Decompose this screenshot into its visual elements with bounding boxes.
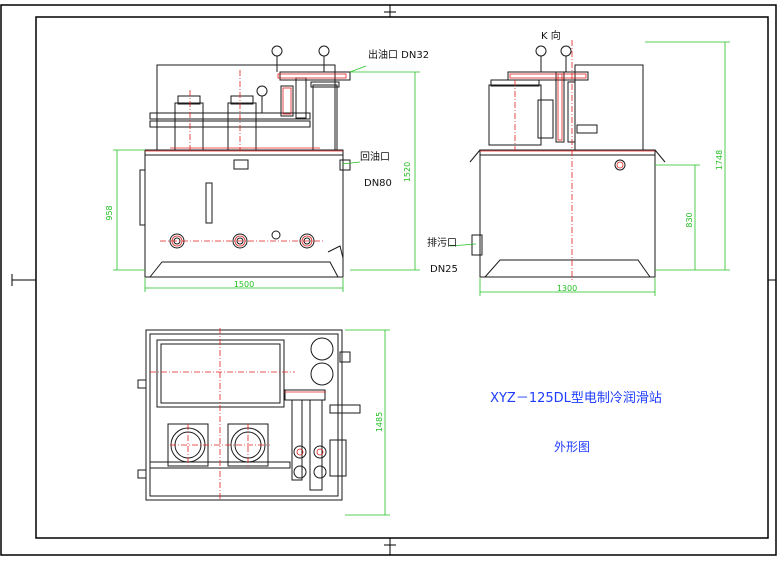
side-gauge-1 bbox=[535, 45, 547, 57]
side-red-details bbox=[480, 40, 655, 280]
oil-return-label: 回油口 bbox=[360, 150, 390, 163]
front-tank-height-dim: 958 bbox=[105, 205, 114, 220]
side-dimensions bbox=[449, 41, 730, 296]
front-filter bbox=[312, 84, 338, 151]
top-filter-2 bbox=[310, 362, 334, 386]
front-red-details bbox=[145, 70, 347, 247]
front-width-dim: 1500 bbox=[234, 280, 254, 289]
front-total-height-dim: 1520 bbox=[403, 162, 412, 182]
drawing-subtitle: 外形图 bbox=[554, 440, 590, 454]
drain-size-label: DN25 bbox=[430, 264, 458, 275]
top-view bbox=[137, 329, 361, 501]
outer-border bbox=[0, 4, 777, 556]
front-valve-2 bbox=[232, 233, 248, 249]
top-pump-1 bbox=[170, 427, 206, 463]
front-dimensions bbox=[113, 65, 420, 292]
side-gauge-2 bbox=[560, 45, 572, 57]
drain-label: 排污口 bbox=[427, 236, 457, 249]
oil-return-size-label: DN80 bbox=[364, 178, 392, 189]
side-tank bbox=[479, 149, 656, 278]
side-view bbox=[469, 45, 666, 278]
pressure-gauge-1 bbox=[271, 45, 283, 57]
top-red-details bbox=[150, 328, 326, 500]
oil-outlet-label: 出油口 DN32 bbox=[368, 48, 429, 61]
frame-center-marks bbox=[11, 5, 776, 555]
side-total-height-dim: 1748 bbox=[715, 150, 724, 170]
top-tank bbox=[145, 329, 343, 501]
side-width-dim: 1300 bbox=[557, 284, 577, 293]
top-filter-1 bbox=[310, 337, 334, 361]
pressure-gauge-3 bbox=[256, 85, 268, 97]
top-cover-plate bbox=[156, 339, 285, 408]
side-tank-height-dim: 830 bbox=[685, 212, 694, 227]
top-dimensions bbox=[345, 329, 390, 516]
pressure-gauge-2 bbox=[318, 45, 330, 57]
front-view bbox=[139, 45, 351, 278]
drawing-title: XYZ－125DL型电制冷润滑站 bbox=[490, 391, 662, 406]
top-depth-dim: 1485 bbox=[375, 412, 384, 432]
k-direction-label: K 向 bbox=[541, 29, 561, 42]
